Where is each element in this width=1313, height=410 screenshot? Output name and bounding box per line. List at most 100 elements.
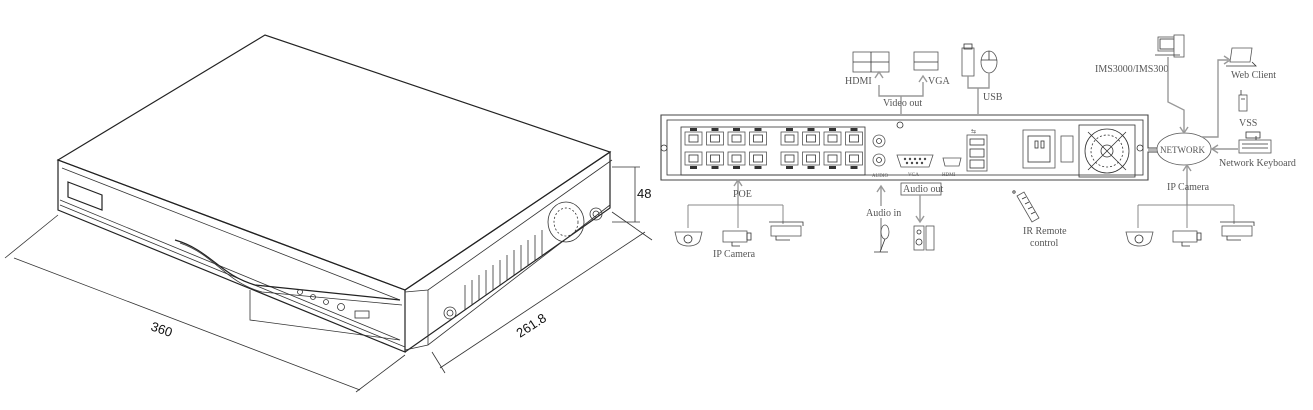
- poe-port: [823, 131, 842, 146]
- audio-in-jack: [872, 134, 886, 148]
- video-out-label: Video out: [883, 98, 922, 109]
- poe-port-frame: [680, 126, 866, 176]
- poe-port-number-tab: [733, 128, 740, 131]
- poe-port-number-tab: [829, 128, 836, 131]
- poe-port: [684, 131, 703, 146]
- ir-remote-icon: [1016, 191, 1040, 223]
- poe-port-number-tab: [786, 166, 793, 169]
- dome-camera-icon: [674, 231, 703, 247]
- poe-port-number-tab: [829, 166, 836, 169]
- dimension-depth-label: 261.8: [513, 310, 548, 340]
- audio-out-jack: [872, 153, 886, 167]
- bullet-camera-icon: [1172, 230, 1198, 243]
- vga-monitor-icon: [913, 51, 939, 71]
- front-label-plate: [67, 181, 103, 211]
- poe-port-number-tab: [850, 128, 858, 131]
- poe-port-number-tab: [754, 128, 762, 131]
- network-keyboard-label: Network Keyboard: [1219, 158, 1296, 169]
- device-front-face: [57, 159, 406, 353]
- poe-port: [749, 151, 767, 166]
- device-side-face: [404, 150, 611, 353]
- dome-camera-icon: [1125, 231, 1154, 247]
- power-button-icon: [337, 303, 345, 311]
- poe-port-number-tab: [786, 128, 793, 131]
- rear-fan: [1078, 124, 1136, 178]
- web-client-label: Web Client: [1231, 70, 1276, 81]
- poe-camera-group: POE IP Camera: [674, 178, 804, 260]
- poe-port-number-tab: [690, 166, 697, 169]
- box-camera-icon: [770, 225, 802, 237]
- poe-port-number-tab: [807, 128, 815, 131]
- front-usb-port: [354, 310, 370, 319]
- poe-port: [727, 131, 746, 146]
- speaker-icon: [913, 225, 925, 251]
- network-label: NETWORK: [1160, 145, 1205, 155]
- audio-out-box: [900, 182, 942, 196]
- dimension-line-depth: [439, 231, 646, 369]
- led-indicator: [297, 289, 303, 295]
- usb-label: USB: [983, 92, 1003, 103]
- poe-port-number-tab: [711, 128, 719, 131]
- poe-port: [780, 131, 799, 146]
- poe-port-number-tab: [690, 128, 697, 131]
- box-camera-icon: [1221, 225, 1253, 237]
- ir-remote-label-line2: control: [1030, 238, 1059, 249]
- ir-remote-group: IR Remote control: [1012, 190, 1067, 249]
- network-keyboard-icon: [1238, 139, 1272, 154]
- power-switch: [1060, 135, 1074, 163]
- rear-panel-diagram: AUDIO VGA HDMI ⇆: [660, 34, 1296, 260]
- side-vent-slits: [464, 230, 543, 310]
- hdmi-port: [942, 157, 962, 167]
- ip-camera-right-label: IP Camera: [1167, 182, 1210, 193]
- led-indicator: [323, 299, 329, 305]
- poe-port-number-tab: [711, 166, 719, 169]
- microphone-icon: [880, 224, 890, 240]
- poe-port: [706, 151, 724, 166]
- poe-port-number-tab: [807, 166, 815, 169]
- side-fan-grille: [547, 201, 585, 243]
- audio-in-label: Audio in: [866, 208, 901, 219]
- audio-out-label: Audio out: [903, 184, 944, 195]
- video-out-group: HDMI VGA Video out: [845, 51, 950, 114]
- poe-port-number-tab: [850, 166, 858, 169]
- dimension-length-label: 360: [149, 319, 174, 340]
- poe-label: POE: [733, 189, 752, 200]
- poe-port-block: [680, 126, 866, 176]
- rear-usb-port: [969, 138, 985, 146]
- device-top-face: [56, 34, 612, 291]
- poe-port: [727, 151, 746, 166]
- usb-lan-stack: [966, 134, 988, 172]
- hdmi-label: HDMI: [845, 76, 872, 87]
- poe-port: [802, 131, 820, 146]
- vga-label: VGA: [928, 76, 950, 87]
- rear-lan-port: [969, 148, 985, 158]
- usb-group: USB: [961, 43, 1003, 114]
- web-client-laptop-icon: [1229, 47, 1253, 63]
- poe-port: [684, 151, 703, 166]
- poe-port: [802, 151, 820, 166]
- panel-screw: [1136, 144, 1144, 152]
- vss-label: VSS: [1239, 118, 1257, 129]
- panel-screw: [896, 121, 904, 129]
- poe-port: [706, 131, 724, 146]
- bullet-camera-icon: [722, 230, 748, 243]
- poe-port: [823, 151, 842, 166]
- front-bezel-curve: [174, 239, 401, 301]
- audio-port-label: AUDIO: [872, 174, 888, 179]
- dimension-height-label: 48: [637, 186, 651, 201]
- vss-phone-icon: [1238, 94, 1248, 112]
- vga-port: [896, 154, 934, 168]
- device-isometric-view: 360 261.8 48: [4, 34, 653, 393]
- dimension-line-length: [13, 257, 361, 391]
- hdmi-port-label: HDMI: [942, 173, 956, 178]
- audio-group: Audio in Audio out: [866, 182, 944, 253]
- usb-drive-icon: [961, 47, 975, 77]
- ims-label: IMS3000/IMS300: [1095, 64, 1168, 75]
- panel-screw: [660, 144, 668, 152]
- side-screw: [589, 207, 603, 221]
- vga-port-label: VGA: [908, 173, 919, 178]
- poe-port-number-tab: [733, 166, 740, 169]
- poe-port-number-tab: [754, 166, 762, 169]
